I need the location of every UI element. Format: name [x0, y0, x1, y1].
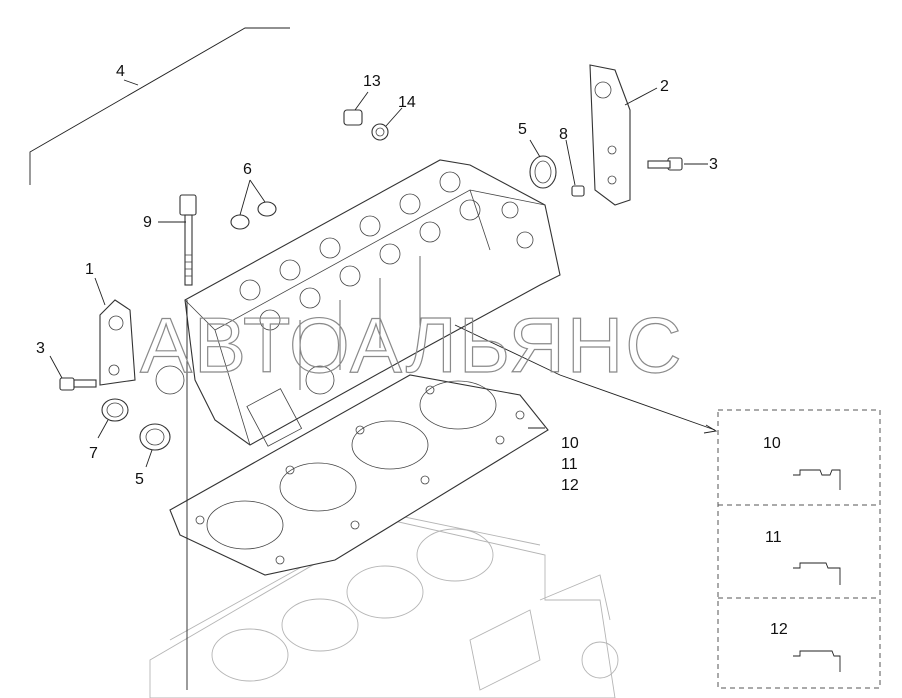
callout-7: 7 [89, 445, 98, 462]
plugs [343, 109, 585, 197]
callout-3-left: 3 [36, 340, 45, 357]
callout-5-right: 5 [518, 121, 527, 138]
variant-label-12: 12 [770, 621, 788, 638]
callout-5-left: 5 [135, 471, 144, 488]
lifting-bracket-right [589, 64, 631, 206]
callout-3-right: 3 [709, 156, 718, 173]
callout-4: 4 [116, 63, 125, 80]
callout-11: 11 [561, 456, 578, 473]
callout-6: 6 [243, 161, 252, 178]
watermark: АВТОАЛЬЯНС [140, 301, 684, 389]
gasket-variant-panel: 10 11 12 [717, 409, 881, 689]
callout-10: 10 [561, 435, 579, 452]
callout-12: 12 [561, 477, 579, 494]
callout-13: 13 [363, 73, 381, 90]
callout-2: 2 [660, 78, 669, 95]
cylinder-head [155, 159, 561, 447]
callout-14: 14 [398, 94, 416, 111]
bracket-bolt-left [59, 377, 97, 391]
callout-8: 8 [559, 126, 568, 143]
variant-box-12: 12 [770, 621, 841, 672]
seals [101, 123, 557, 451]
variant-box-10: 10 [763, 435, 841, 490]
head-bolt [179, 194, 197, 286]
variant-label-11: 11 [765, 529, 782, 546]
variant-label-10: 10 [763, 435, 781, 452]
head-gasket [169, 374, 549, 576]
callout-9: 9 [143, 214, 152, 231]
variant-box-11: 11 [765, 529, 841, 585]
leader-lines [29, 27, 718, 690]
lifting-bracket-left [99, 299, 136, 386]
bracket-bolt-right [647, 157, 683, 171]
callout-1: 1 [85, 261, 94, 278]
